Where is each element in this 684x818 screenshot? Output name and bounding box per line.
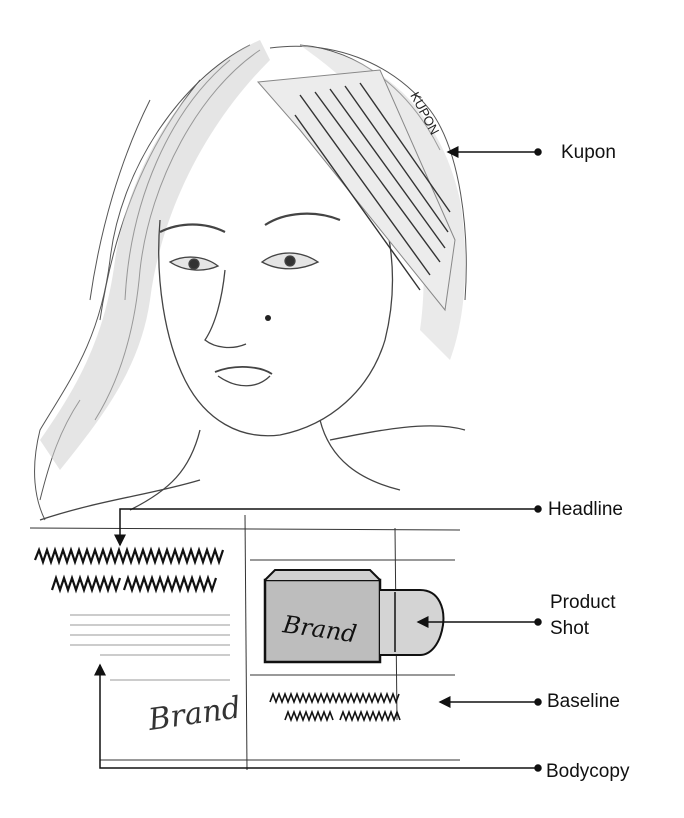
product-shot-label: Product Shot [550, 590, 615, 642]
headline-label: Headline [548, 499, 623, 521]
product-shot-leader-dot [535, 619, 541, 625]
product-shot-label-line1: Product [550, 590, 615, 616]
kupon-leader-dot [535, 149, 541, 155]
baseline-label: Baseline [547, 691, 620, 713]
hair-shadow [40, 40, 270, 470]
headline-leader-line [120, 509, 535, 545]
headline-leader-dot [535, 506, 541, 512]
signature-brand: Brand [145, 690, 243, 738]
coupon-sketch: KUPON [258, 70, 455, 310]
bodycopy-lines [70, 615, 230, 680]
product-shot-sketch: Brand [265, 570, 443, 662]
product-shot-label-line2: Shot [550, 616, 615, 642]
baseline-scribble [270, 694, 400, 720]
kupon-label: Kupon [561, 142, 616, 164]
headline-scribble [35, 550, 223, 590]
bodycopy-label: Bodycopy [546, 761, 629, 783]
bodycopy-leader-dot [535, 765, 541, 771]
baseline-leader-dot [535, 699, 541, 705]
